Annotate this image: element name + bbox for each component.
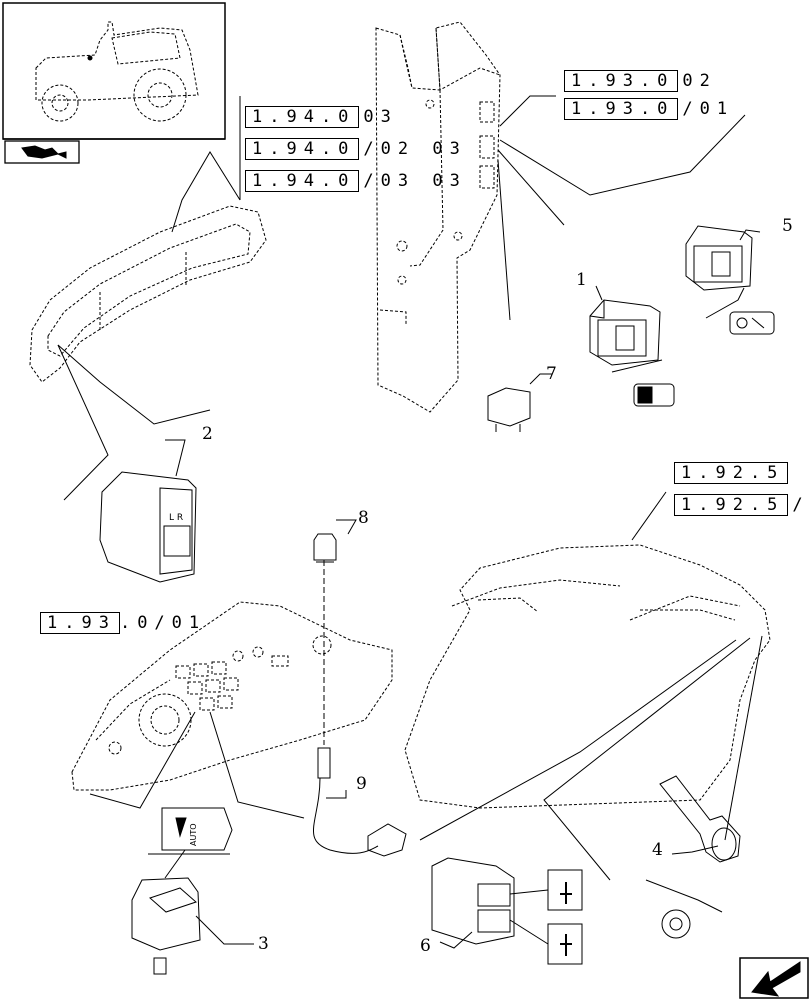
reference-1-93-0-01[interactable]: 1.93.0 /01	[564, 98, 734, 120]
column-panel-drawing	[375, 21, 501, 413]
reference-1-93-0-01-console[interactable]: 1.93 .0/01	[40, 612, 206, 634]
callout-5[interactable]: 5	[782, 216, 793, 236]
ref-tail: .0/01	[119, 613, 207, 633]
console-drawing	[71, 601, 393, 791]
reference-1-94-0-03[interactable]: 1.94.0 03	[245, 106, 398, 128]
callout-9[interactable]: 9	[356, 774, 367, 794]
ref-tail: /02 03	[363, 139, 467, 159]
reference-1-92-5-slash[interactable]: 1.92.5 /	[674, 494, 810, 516]
relay-part-7[interactable]	[487, 387, 531, 432]
leader-lines	[57, 95, 763, 949]
auto-label: AUTO	[189, 823, 198, 846]
ref-tail: /03 03	[363, 171, 467, 191]
ref-box: 1.92.5	[674, 494, 789, 516]
symbol-plate-6-down	[547, 923, 583, 965]
knob-part-8[interactable]	[313, 533, 337, 563]
handle-drawing	[29, 205, 267, 383]
switch-part-6[interactable]	[431, 857, 515, 945]
callout-7[interactable]: 7	[546, 364, 557, 384]
lr-label: L R	[169, 513, 183, 523]
reference-1-92-5[interactable]: 1.92.5	[674, 462, 792, 484]
switch-part-2[interactable]	[99, 471, 197, 583]
ref-tail: 02	[682, 71, 717, 91]
book-arrow-icon[interactable]	[4, 140, 80, 164]
switch-part-1[interactable]	[589, 299, 661, 366]
sensor-part-9[interactable]	[313, 747, 407, 857]
ref-box: 1.93	[40, 612, 120, 634]
symbol-plate-3	[148, 807, 233, 855]
rocker-switch-part-3[interactable]	[131, 877, 201, 975]
callout-3[interactable]: 3	[258, 934, 269, 954]
callout-8[interactable]: 8	[358, 508, 369, 528]
ref-box: 1.94.0	[245, 138, 360, 160]
next-page-arrow-icon[interactable]	[739, 957, 809, 999]
tractor-thumbnail-icon[interactable]	[2, 2, 226, 140]
socket-part-4[interactable]	[659, 775, 741, 863]
symbol-plate-5	[729, 311, 775, 335]
ref-box: 1.94.0	[245, 106, 360, 128]
ref-box: 1.93.0	[564, 70, 679, 92]
callout-6[interactable]: 6	[420, 936, 431, 956]
reference-1-93-0-02[interactable]: 1.93.0 02	[564, 70, 717, 92]
switch-part-5[interactable]	[685, 225, 753, 291]
symbol-plate-6-up	[547, 869, 583, 911]
ref-tail: /	[792, 495, 810, 515]
cab-shell-drawing	[404, 544, 771, 809]
ref-box: 1.92.5	[674, 462, 789, 484]
callout-4[interactable]: 4	[652, 840, 663, 860]
callout-2[interactable]: 2	[202, 424, 213, 444]
ref-box: 1.94.0	[245, 170, 360, 192]
ref-tail: /01	[682, 99, 735, 119]
ref-box: 1.93.0	[564, 98, 679, 120]
symbol-plate-1	[633, 383, 675, 407]
symbol-plate-4	[661, 909, 691, 939]
ref-tail: 03	[363, 107, 398, 127]
callout-1[interactable]: 1	[576, 270, 587, 290]
reference-1-94-0-03-03[interactable]: 1.94.0 /03 03	[245, 170, 467, 192]
reference-1-94-0-02-03[interactable]: 1.94.0 /02 03	[245, 138, 467, 160]
